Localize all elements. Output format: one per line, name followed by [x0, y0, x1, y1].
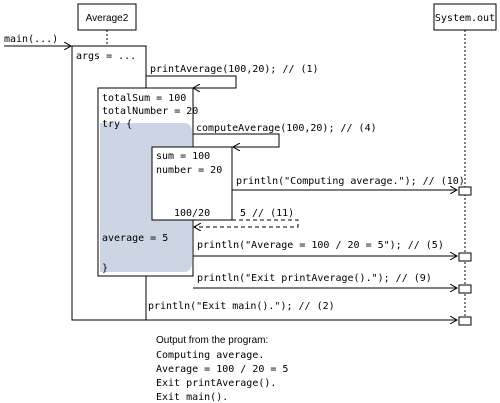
output-line-3: Exit printAverage().: [156, 378, 276, 389]
compute-average-activation: [151, 146, 233, 221]
division-label: 100/20: [174, 208, 210, 219]
system-out-activation-4: [458, 316, 472, 326]
println-exit-main-label: println("Exit main()."); // (2): [148, 301, 335, 312]
total-number-label: totalNumber = 20: [102, 106, 198, 117]
system-out-label: System.out: [435, 13, 495, 24]
args-label: args = ...: [76, 51, 136, 62]
total-sum-label: totalSum = 100: [102, 93, 186, 104]
print-average-call-arrow: [146, 75, 237, 88]
main-call-label: main(...): [4, 34, 58, 45]
try-close-label: }: [102, 263, 108, 274]
compute-average-call-arrow: [193, 133, 280, 147]
average2-label: Average2: [86, 13, 129, 24]
println-exit-print-label: println("Exit printAverage()."); // (9): [197, 273, 432, 284]
try-open-label: try {: [102, 119, 132, 130]
number-label: number = 20: [156, 165, 222, 176]
average-label: average = 5: [102, 233, 168, 244]
system-out-activation-3: [458, 284, 472, 294]
output-line-1: Computing average.: [156, 350, 264, 361]
compute-average-call-label: computeAverage(100,20); // (4): [196, 123, 377, 134]
print-average-call-label: printAverage(100,20); // (1): [150, 64, 319, 75]
println-computing-label: println("Computing average."); // (10): [236, 176, 465, 187]
system-out-lifeline-header: System.out: [433, 3, 497, 31]
output-heading: Output from the program:: [156, 335, 268, 346]
output-line-4: Exit main().: [156, 392, 228, 403]
return-value-label: 5 // (11): [240, 208, 294, 219]
println-average-label: println("Average = 100 / 20 = 5"); // (5…: [197, 240, 444, 251]
output-line-2: Average = 100 / 20 = 5: [156, 364, 288, 375]
average2-lifeline-header: Average2: [77, 3, 137, 31]
sum-label: sum = 100: [156, 151, 210, 162]
system-out-activation-2: [458, 252, 472, 262]
return-value-arrow: [194, 219, 299, 227]
system-out-activation-1: [458, 186, 472, 196]
